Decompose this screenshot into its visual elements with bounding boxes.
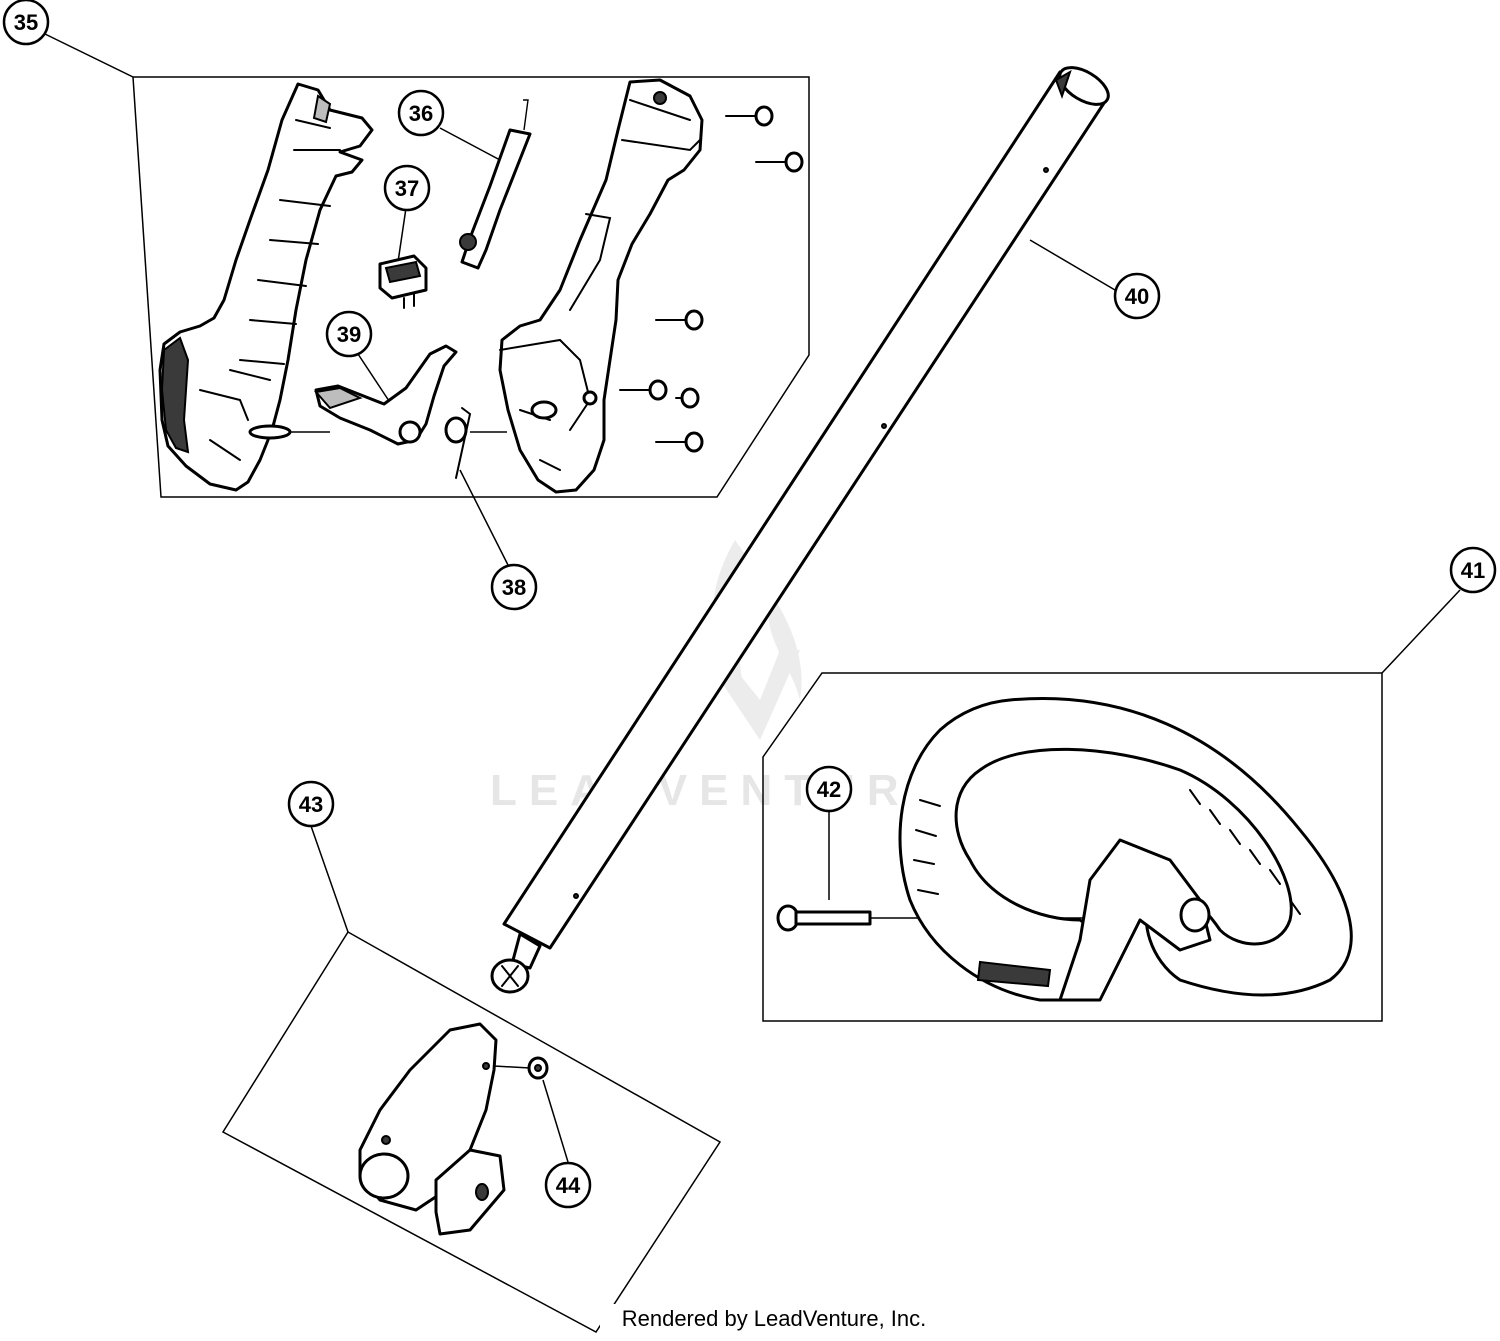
screw-1 xyxy=(725,105,774,127)
callout-44: 44 xyxy=(544,1161,592,1209)
left-housing-half xyxy=(158,82,374,492)
screw-4 xyxy=(619,379,668,401)
leader-35 xyxy=(44,33,134,78)
leader-37 xyxy=(397,207,407,263)
screw-3 xyxy=(655,309,704,331)
callout-41: 41 xyxy=(1449,546,1497,594)
footer-credit: Rendered by LeadVenture, Inc. xyxy=(600,1304,948,1334)
leader-36 xyxy=(439,127,501,161)
svg-text:43: 43 xyxy=(299,792,323,817)
svg-text:38: 38 xyxy=(502,575,526,600)
svg-text:42: 42 xyxy=(817,777,841,802)
callout-39: 39 xyxy=(325,310,373,358)
svg-text:35: 35 xyxy=(14,10,38,35)
trigger xyxy=(314,344,458,446)
group-35-box xyxy=(132,76,810,498)
svg-text:36: 36 xyxy=(409,101,433,126)
screw-2 xyxy=(755,151,804,173)
callout-38: 38 xyxy=(490,563,538,611)
trigger-spring xyxy=(444,407,472,479)
right-housing-half xyxy=(498,78,704,494)
callout-37: 37 xyxy=(383,164,431,212)
svg-text:39: 39 xyxy=(337,322,361,347)
housing-screws xyxy=(619,105,804,453)
switch-cover xyxy=(459,99,532,270)
callout-42: 42 xyxy=(805,765,853,813)
svg-text:40: 40 xyxy=(1125,284,1149,309)
loop-handle xyxy=(898,697,1353,1002)
callout-35: 35 xyxy=(2,0,50,46)
group-41-box xyxy=(762,672,1383,1022)
shaft-coupler xyxy=(358,1022,506,1236)
coupler-screw xyxy=(527,1056,549,1080)
shaft xyxy=(490,66,1110,994)
callout-40: 40 xyxy=(1113,272,1161,320)
leader-screw-44 xyxy=(493,1065,531,1069)
svg-text:44: 44 xyxy=(556,1173,581,1198)
screw-6 xyxy=(655,431,704,453)
leader-38 xyxy=(459,469,509,566)
handle-bolt xyxy=(776,904,872,932)
rocker-switch xyxy=(378,254,428,309)
leader-43 xyxy=(310,825,349,933)
callout-36: 36 xyxy=(397,89,445,137)
svg-text:41: 41 xyxy=(1461,558,1485,583)
leader-40 xyxy=(1029,239,1116,291)
svg-text:37: 37 xyxy=(395,176,419,201)
screw-5 xyxy=(675,387,700,409)
watermark-text: LEADVENTURE xyxy=(490,766,952,815)
leader-41 xyxy=(1381,589,1461,674)
leader-44 xyxy=(542,1079,569,1163)
group-43-box xyxy=(221,930,722,1333)
callout-43: 43 xyxy=(287,780,335,828)
